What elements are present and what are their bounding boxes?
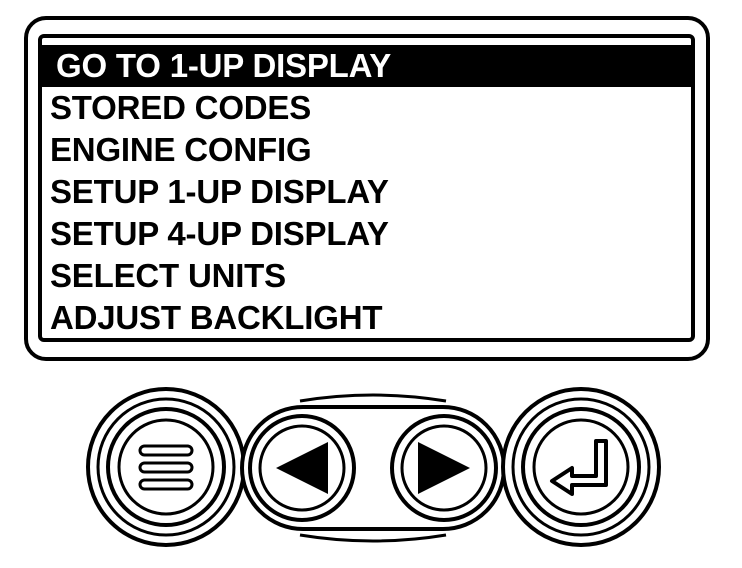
enter-button[interactable]	[501, 387, 661, 547]
menu-item-adjust-backlight[interactable]: ADJUST BACKLIGHT	[50, 299, 383, 336]
left-arrow-icon	[276, 442, 328, 494]
menu-icon	[138, 444, 194, 491]
menu-item-setup-1-up-display[interactable]: SETUP 1-UP DISPLAY	[50, 173, 389, 210]
menu-button[interactable]	[86, 387, 246, 547]
keypad	[0, 385, 742, 565]
menu-item-engine-config[interactable]: ENGINE CONFIG	[50, 131, 312, 168]
display-screen: GO TO 1-UP DISPLAY STORED CODES ENGINE C…	[38, 34, 695, 342]
right-arrow-icon	[418, 442, 470, 494]
menu-item-stored-codes[interactable]: STORED CODES	[50, 89, 312, 126]
menu-item-setup-4-up-display[interactable]: SETUP 4-UP DISPLAY	[50, 215, 389, 252]
enter-icon	[550, 439, 608, 496]
keypad-graphic	[86, 387, 661, 547]
right-arrow-button[interactable]	[390, 414, 498, 522]
menu-item-go-to-1-up-display[interactable]: GO TO 1-UP DISPLAY	[42, 45, 691, 87]
left-arrow-button[interactable]	[248, 414, 356, 522]
menu-item-select-units[interactable]: SELECT UNITS	[50, 257, 286, 294]
